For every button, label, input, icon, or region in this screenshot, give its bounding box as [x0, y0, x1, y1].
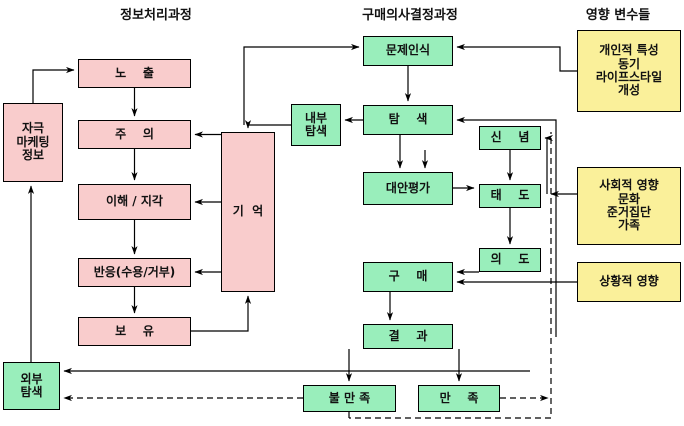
node-stimulus-line-1: 마케팅	[16, 134, 50, 149]
node-memory[interactable]: 기 억	[221, 132, 275, 292]
node-social-factors-line-0: 사회적 영향	[599, 178, 659, 193]
node-comprehension-label: 이해 / 지각	[106, 194, 163, 209]
node-memory-label: 기 억	[232, 204, 264, 219]
node-problem-recognition[interactable]: 문제인식	[363, 36, 453, 66]
column-title-info-process: 정보처리과정	[120, 8, 192, 23]
node-retention[interactable]: 보 유	[78, 317, 191, 346]
node-stimulus-line-0: 자극	[21, 121, 45, 136]
node-response[interactable]: 반응(수용/거부)	[78, 258, 191, 287]
node-search-label: 탐 색	[388, 112, 428, 127]
node-attention[interactable]: 주 의	[78, 120, 191, 149]
node-attitude-label: 태 도	[490, 188, 530, 203]
node-alternative-evaluation-label: 대안평가	[385, 180, 431, 195]
column-title-influence-variables: 영향 변수들	[585, 8, 651, 23]
node-individual-factors-line-1: 동기	[617, 56, 641, 71]
solid-connectors	[27, 43, 577, 382]
node-retention-label: 보 유	[115, 323, 154, 338]
node-comprehension[interactable]: 이해 / 지각	[78, 184, 191, 220]
dashed-connectors	[63, 132, 552, 419]
node-internal-search-line-1: 탐색	[304, 124, 328, 138]
node-individual-factors-line-2: 라이프스타일	[595, 70, 663, 84]
node-intention-label: 의 도	[490, 252, 530, 267]
node-outcome[interactable]: 결 과	[363, 324, 453, 349]
node-external-search-line-0: 외부	[20, 371, 43, 386]
node-outcome-label: 결 과	[388, 328, 428, 343]
node-exposure-label: 노 출	[115, 65, 154, 80]
node-social-factors-line-2: 준거집단	[606, 205, 652, 219]
node-external-search[interactable]: 외부 탐색	[3, 362, 60, 410]
node-exposure[interactable]: 노 출	[78, 59, 191, 88]
node-dissatisfaction[interactable]: 불 만 족	[303, 385, 396, 412]
node-satisfaction[interactable]: 만 족	[418, 385, 500, 412]
node-purchase[interactable]: 구 매	[363, 262, 453, 292]
node-problem-recognition-label: 문제인식	[385, 43, 431, 58]
node-intention[interactable]: 의 도	[479, 248, 541, 272]
node-stimulus-line-2: 정보	[21, 148, 45, 163]
node-belief[interactable]: 신 념	[479, 126, 541, 150]
node-alternative-evaluation[interactable]: 대안평가	[363, 172, 453, 205]
node-individual-factors-line-0: 개인적 특성	[599, 43, 659, 58]
node-individual-factors-line-3: 개성	[617, 83, 641, 98]
node-purchase-label: 구 매	[388, 269, 428, 284]
node-internal-search-line-0: 내부	[304, 110, 328, 125]
node-belief-label: 신 념	[490, 130, 530, 145]
node-social-factors-line-1: 문화	[617, 191, 641, 206]
node-attention-label: 주 의	[115, 126, 154, 141]
node-social-factors-line-3: 가족	[617, 218, 641, 233]
node-internal-search[interactable]: 내부 탐색	[291, 104, 341, 146]
node-response-label: 반응(수용/거부)	[93, 264, 176, 279]
node-search[interactable]: 탐 색	[363, 105, 453, 135]
node-dissatisfaction-label: 불 만 족	[328, 390, 371, 405]
node-stimulus[interactable]: 자극 마케팅 정보	[3, 103, 63, 182]
column-title-purchase-decision: 구매의사결정과정	[362, 8, 458, 23]
node-individual-factors[interactable]: 개인적 특성 동기 라이프스타일 개성	[577, 30, 681, 112]
node-attitude[interactable]: 태 도	[479, 184, 541, 208]
node-satisfaction-label: 만 족	[439, 390, 479, 405]
node-situational-factors-label: 상황적 영향	[599, 274, 659, 289]
node-external-search-line-1: 탐색	[20, 385, 43, 399]
node-situational-factors[interactable]: 상황적 영향	[577, 262, 681, 302]
node-social-factors[interactable]: 사회적 영향 문화 준거집단 가족	[577, 167, 681, 245]
